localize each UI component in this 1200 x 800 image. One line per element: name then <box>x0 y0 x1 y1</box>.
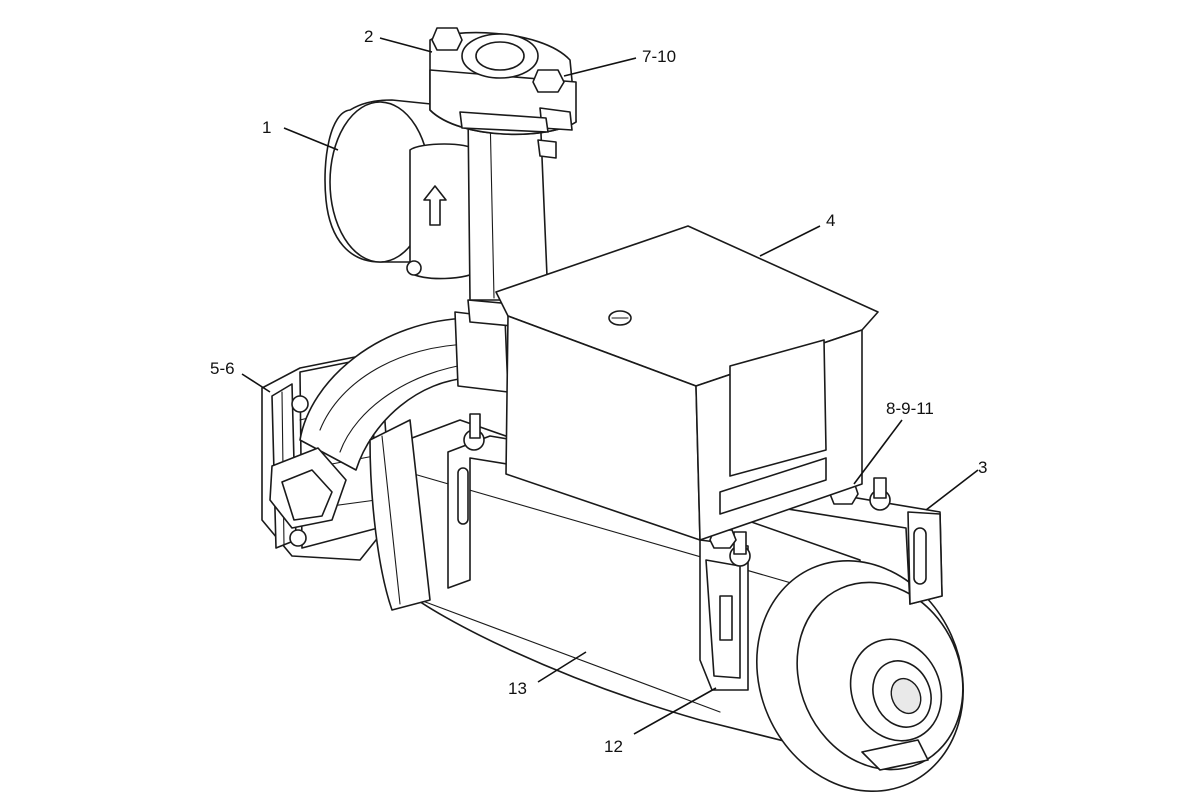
leader-13 <box>537 651 587 683</box>
right-end-cap <box>756 559 964 793</box>
callout-3: 3 <box>978 458 987 477</box>
callout-2: 2 <box>364 27 373 46</box>
leader-2 <box>379 37 433 53</box>
leader-12 <box>633 687 717 735</box>
callout-4: 4 <box>826 211 835 230</box>
callout-13: 13 <box>508 679 527 698</box>
curved-hose <box>269 299 513 529</box>
leader-lines <box>241 37 979 735</box>
leader-8-9-11 <box>853 419 903 485</box>
callout-8-9-11: 8-9-11 <box>886 399 934 418</box>
leader-1 <box>283 127 339 151</box>
callout-12: 12 <box>604 737 623 756</box>
callout-7-10: 7-10 <box>642 47 676 66</box>
leader-5-6 <box>241 373 271 393</box>
leader-3 <box>925 469 979 511</box>
mounting-bracket <box>447 413 943 691</box>
callout-1: 1 <box>262 118 271 137</box>
motor-housing <box>324 99 481 280</box>
vertical-pipe <box>429 27 577 301</box>
leader-4 <box>759 225 821 257</box>
leader-7-10 <box>563 57 637 77</box>
callout-labels: 1 2 3 4 5-6 7-10 8-9-11 12 13 <box>210 27 987 756</box>
electrical-box <box>495 225 879 541</box>
callout-5-6: 5-6 <box>210 359 235 378</box>
